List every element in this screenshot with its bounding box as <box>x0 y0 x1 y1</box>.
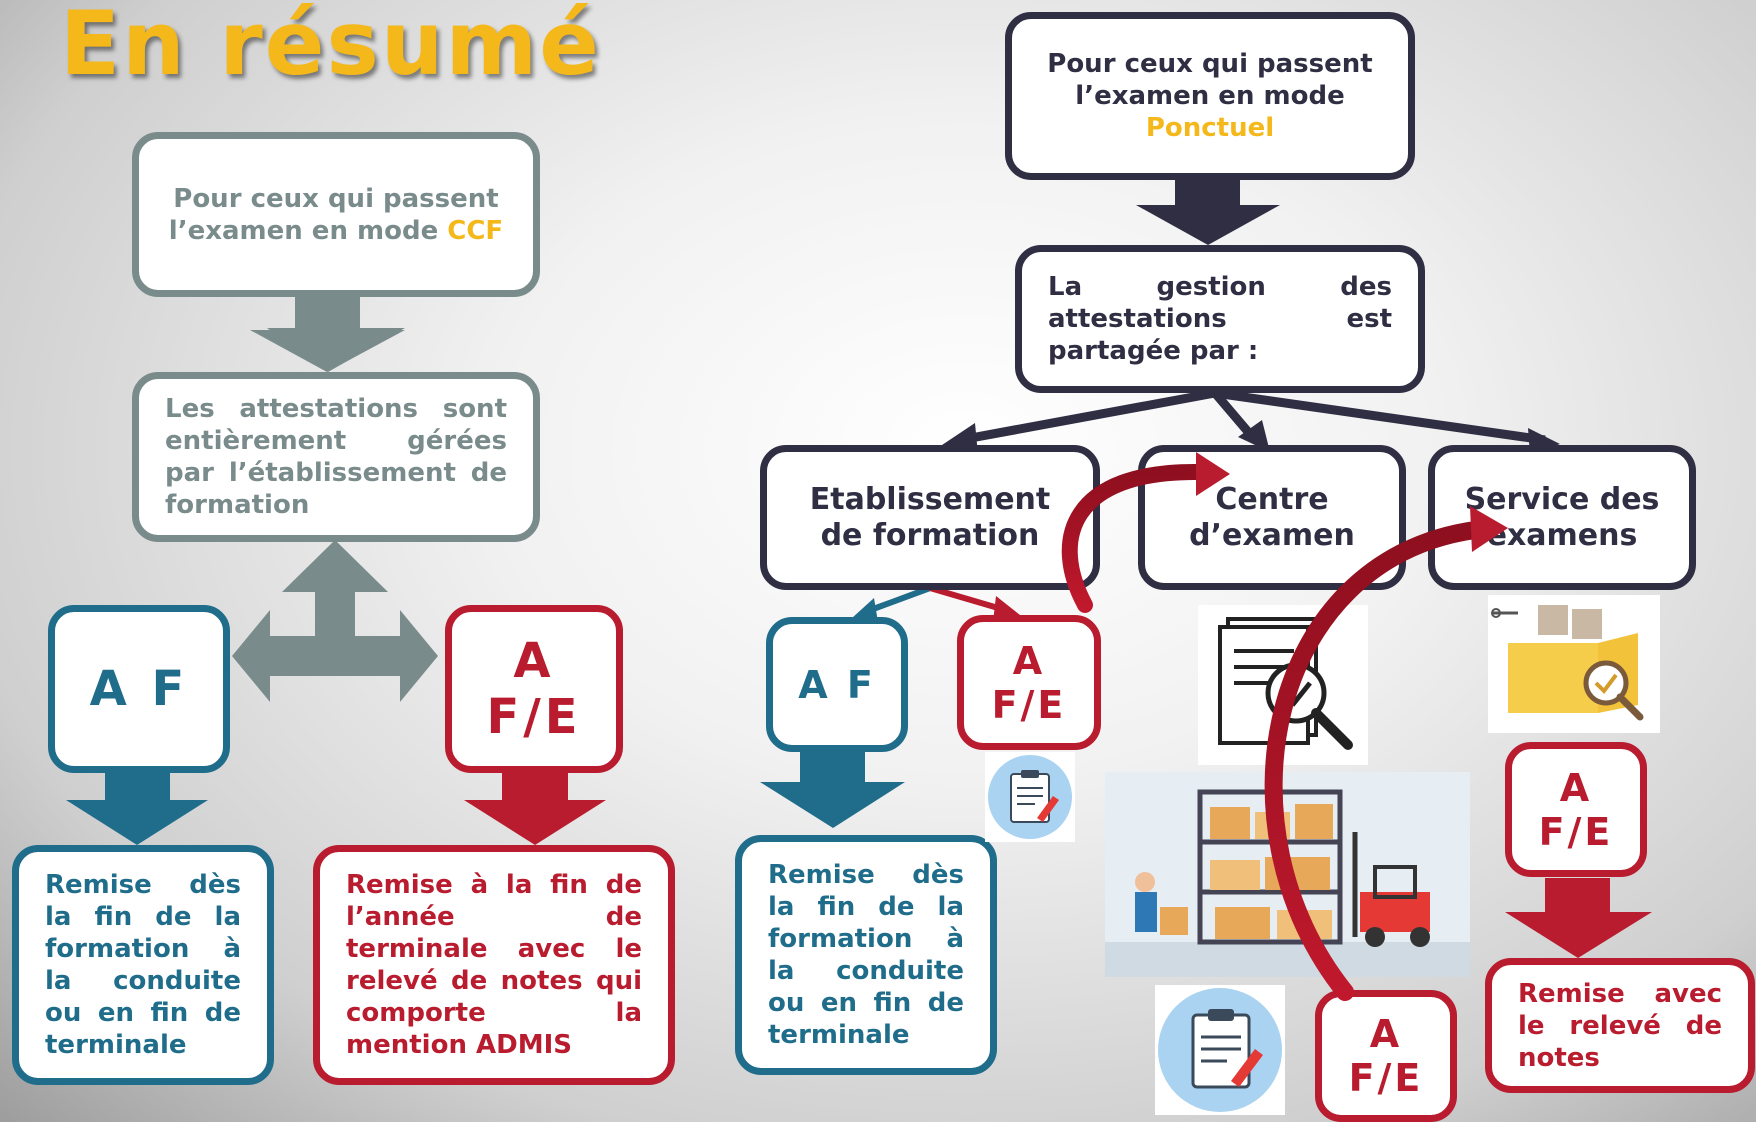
etablissement-box: Etablissement de formation <box>760 445 1100 590</box>
folder-search-icon <box>1488 595 1660 733</box>
ponctuel-af-remise-text: Remise dès la fin de la formation à la c… <box>768 860 964 1050</box>
ccf-intro-text: Pour ceux qui passent l’examen en mode <box>168 183 499 246</box>
clipboard-icon-bottom <box>1155 985 1285 1115</box>
centre-afe-box: A F/E <box>1315 990 1457 1122</box>
ponctuel-afe-top: A <box>1012 638 1046 683</box>
service-remise-box: Remise avec le relevé de notes <box>1485 958 1755 1093</box>
ccf-af-label: A F <box>89 661 189 717</box>
service-afe-box: A F/E <box>1505 742 1647 877</box>
ccf-attestations-text: Les attestations sont entièrement gérées… <box>165 394 507 520</box>
ccf-attestations-box: Les attestations sont entièrement gérées… <box>132 372 540 542</box>
ccf-afe-label-top: A <box>513 633 555 689</box>
etablissement-text: Etablissement de formation <box>809 481 1051 553</box>
ponctuel-intro-text: Pour ceux qui passent l’examen en mode <box>1047 49 1373 111</box>
service-box: Service des examens <box>1428 445 1696 590</box>
centre-afe-top: A <box>1369 1012 1403 1056</box>
ccf-intro-box: Pour ceux qui passent l’examen en mode C… <box>132 132 540 297</box>
service-remise-text: Remise avec le relevé de notes <box>1518 978 1722 1073</box>
ccf-afe-label-bottom: F/E <box>486 689 582 745</box>
ccf-af-box: A F <box>48 605 230 773</box>
gray-three-way-arrow <box>232 540 438 702</box>
ponctuel-af-remise-box: Remise dès la fin de la formation à la c… <box>735 835 997 1075</box>
dark-down-arrow <box>1136 180 1280 245</box>
ccf-af-remise-text: Remise dès la fin de la formation à la c… <box>45 870 241 1060</box>
centre-afe-bottom: F/E <box>1348 1056 1424 1100</box>
ponctuel-intro-box: Pour ceux qui passent l’examen en mode P… <box>1005 12 1415 180</box>
gestion-box: La gestion des attestations est partagée… <box>1015 245 1425 393</box>
ponctuel-af-box: A F <box>766 617 908 752</box>
gestion-text: La gestion des attestations est partagée… <box>1048 272 1392 366</box>
gray-down-arrow-shaft <box>250 296 405 372</box>
ccf-highlight: CCF <box>447 215 504 246</box>
warehouse-illustration <box>1105 772 1470 977</box>
curved-arrowhead-service <box>1470 506 1508 552</box>
curved-arrowhead-centre <box>1196 452 1230 496</box>
service-afe-bottom: F/E <box>1538 809 1614 854</box>
ccf-afe-box: A F/E <box>445 605 623 773</box>
blue-down-arrow <box>66 770 208 845</box>
branch-arrowhead-center <box>1238 420 1270 452</box>
ccf-afe-remise-text: Remise à la fin de l’année de terminale … <box>346 870 642 1060</box>
red-small-arrow <box>929 585 1006 613</box>
ponctuel-afe-box: A F/E <box>957 615 1101 750</box>
curved-arrow-icon-large <box>1264 521 1484 1001</box>
ponctuel-highlight: Ponctuel <box>1145 113 1275 143</box>
blue-small-arrow <box>863 585 932 615</box>
service-text: Service des examens <box>1464 481 1660 553</box>
blue-big-down-arrow <box>760 752 905 828</box>
service-afe-top: A <box>1559 765 1593 810</box>
ponctuel-af-label: A F <box>798 662 876 707</box>
ponctuel-afe-bottom: F/E <box>991 682 1067 727</box>
red-down-arrow <box>464 770 606 845</box>
ccf-af-remise-box: Remise dès la fin de la formation à la c… <box>12 845 274 1085</box>
page-title: En résumé <box>60 0 601 95</box>
curved-arrow-icon <box>1061 463 1208 613</box>
ccf-afe-remise-box: Remise à la fin de l’année de terminale … <box>313 845 675 1085</box>
centre-text: Centre d’examen <box>1189 481 1355 553</box>
red-service-down-arrow <box>1505 878 1652 958</box>
blue-small-arrowhead <box>852 598 878 622</box>
clipboard-icon <box>985 752 1075 842</box>
